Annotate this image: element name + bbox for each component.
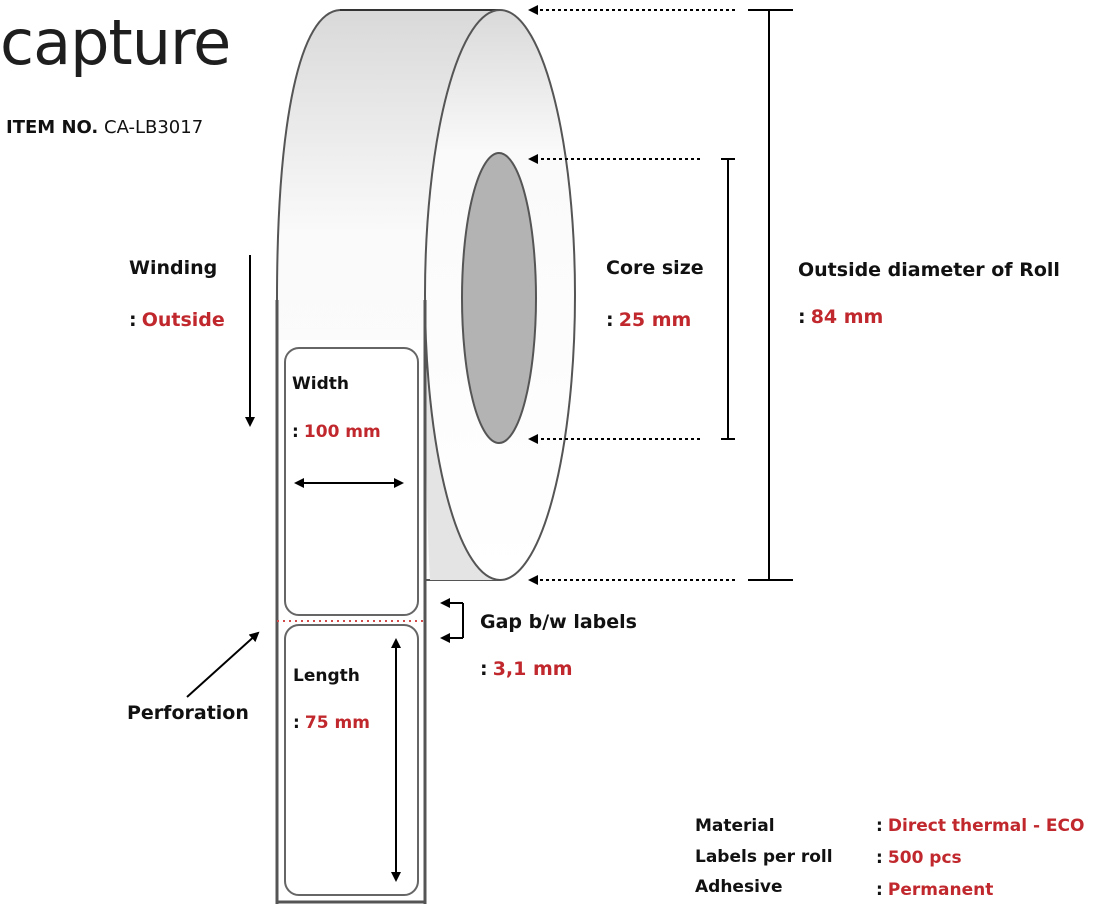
separator: : <box>876 880 883 900</box>
spec-adhesive-value-row: : Permanent <box>876 880 993 900</box>
length-value: 75 mm <box>304 713 370 733</box>
outside-diameter-value: 84 mm <box>810 306 884 328</box>
perforation-arrow <box>186 631 260 698</box>
length-label-wrap: Length <box>293 666 360 686</box>
spec-labels-per-roll-label: Labels per roll <box>695 847 833 867</box>
core-size-value-row: : 25 mm <box>606 309 691 331</box>
dimension-leaders <box>528 5 735 585</box>
width-label-wrap: Width <box>292 374 349 394</box>
core-size-value: 25 mm <box>618 309 692 331</box>
core-size-label: Core size <box>606 257 704 279</box>
roll-core <box>461 152 537 444</box>
spec-material-value: Direct thermal - ECO <box>887 816 1085 836</box>
separator: : <box>606 309 614 331</box>
spec-adhesive-label: Adhesive <box>695 877 783 897</box>
gap-label: Gap b/w labels <box>480 611 637 633</box>
outside-diameter-dimension <box>748 9 793 581</box>
spec-material-label: Material <box>695 816 775 836</box>
label-2 <box>284 624 419 896</box>
brand-logo: capture <box>0 6 231 79</box>
outside-diameter-value-row: : 84 mm <box>798 306 883 328</box>
gap-value: 3,1 mm <box>492 658 573 680</box>
gap-bracket <box>440 598 464 643</box>
separator: : <box>876 848 883 868</box>
spec-labels-per-roll-label-wrap: Labels per roll <box>695 847 833 867</box>
label-1 <box>284 347 419 616</box>
core-size-dimension <box>721 158 735 440</box>
separator: : <box>292 422 299 442</box>
separator: : <box>876 816 883 836</box>
spec-labels-per-roll-value: 500 pcs <box>887 848 962 868</box>
width-value-row: : 100 mm <box>292 422 381 442</box>
item-number: ITEM NO. CA-LB3017 <box>6 117 203 138</box>
winding-value-row: : Outside <box>129 309 225 331</box>
winding-label: Winding <box>129 257 218 279</box>
width-label: Width <box>292 374 349 394</box>
gap-value-row: : 3,1 mm <box>480 658 573 680</box>
length-value-row: : 75 mm <box>293 713 370 733</box>
spec-labels-per-roll-value-row: : 500 pcs <box>876 848 962 868</box>
spec-adhesive-value: Permanent <box>887 880 994 900</box>
separator: : <box>798 306 806 328</box>
perforation-label: Perforation <box>127 702 249 724</box>
spec-material-label-wrap: Material <box>695 816 775 836</box>
spec-adhesive-label-wrap: Adhesive <box>695 877 783 897</box>
length-label: Length <box>293 666 360 686</box>
item-number-label: ITEM NO. <box>6 117 99 138</box>
spec-material-value-row: : Direct thermal - ECO <box>876 816 1084 836</box>
item-number-value: CA-LB3017 <box>104 117 204 138</box>
label-strip <box>275 300 427 904</box>
winding-value: Outside <box>141 309 225 331</box>
separator: : <box>480 658 488 680</box>
separator: : <box>129 309 137 331</box>
separator: : <box>293 713 300 733</box>
outside-diameter-label: Outside diameter of Roll <box>798 259 1060 281</box>
width-value: 100 mm <box>303 422 381 442</box>
